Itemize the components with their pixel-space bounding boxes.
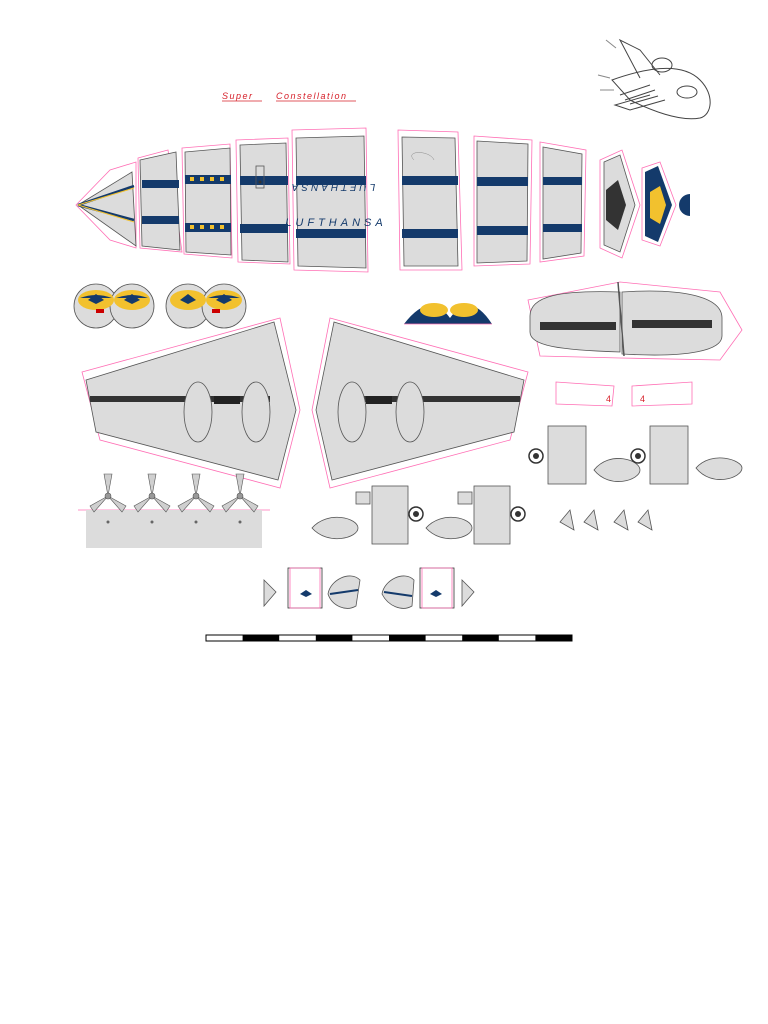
propeller-set [78, 473, 270, 548]
svg-text:4: 4 [606, 394, 611, 404]
horizontal-stabilizer-part [527, 281, 743, 361]
wingtip-strips: 4 4 [555, 381, 693, 407]
scale-bar-segment [535, 635, 572, 641]
engine-cowling-pairs [73, 283, 492, 329]
propeller-icon [221, 473, 259, 513]
crane-logo-icon [430, 590, 442, 597]
propeller-icon [133, 473, 171, 513]
cowling-pair-right [165, 283, 247, 329]
propeller-icon [89, 473, 127, 513]
vertical-fin-parts [263, 567, 475, 609]
fuselage-segment-7 [539, 141, 587, 263]
fuselage-segment-6 [473, 135, 533, 267]
wing-right-part [311, 317, 529, 489]
landing-gear-parts [311, 425, 743, 545]
fuselage-segment-4: LUFTHANSA LUFTHANSA [285, 127, 386, 273]
fuselage-segment-3 [235, 137, 291, 265]
gear-set-3 [311, 485, 424, 545]
fuselage-segment-1 [137, 149, 183, 253]
fuselage-segment-5 [397, 129, 463, 271]
cowling-pair-left [73, 283, 155, 329]
scale-bar-segment [242, 635, 280, 641]
scale-bar-segment [462, 635, 499, 641]
svg-text:4: 4 [640, 394, 645, 404]
airplane-assembly-icon [597, 38, 711, 120]
crane-logo-icon [300, 590, 312, 597]
cowling-pair-small [404, 303, 492, 325]
gear-set-1 [528, 425, 641, 485]
fuselage-livery-text-top: LUFTHANSA [289, 181, 375, 192]
sheet-title: Super Constellation [222, 91, 356, 102]
title-word-super: Super [222, 91, 254, 101]
gear-set-2 [630, 425, 743, 485]
propeller-icon [177, 473, 215, 513]
fuselage-livery-text-bottom: LUFTHANSA [285, 217, 386, 229]
wing-left-part [81, 317, 301, 489]
crane-logo-icon [180, 294, 196, 304]
gear-door-small-parts [559, 509, 653, 531]
crane-logo-icon [216, 294, 232, 304]
tail-blue-cap-part [641, 161, 690, 247]
crane-logo-icon [124, 294, 140, 304]
fuselage-tail-cone [599, 149, 641, 259]
title-word-constellation: Constellation [276, 91, 348, 101]
fuselage-segment-2 [181, 143, 233, 259]
scale-bar-segment [389, 635, 426, 641]
gear-set-4 [425, 485, 526, 545]
crane-logo-icon [88, 294, 104, 304]
fuselage-segments: LUFTHANSA LUFTHANSA [137, 127, 690, 273]
fuselage-nose-part [75, 161, 137, 249]
scale-bar [205, 634, 573, 642]
scale-bar-segment [315, 635, 353, 641]
